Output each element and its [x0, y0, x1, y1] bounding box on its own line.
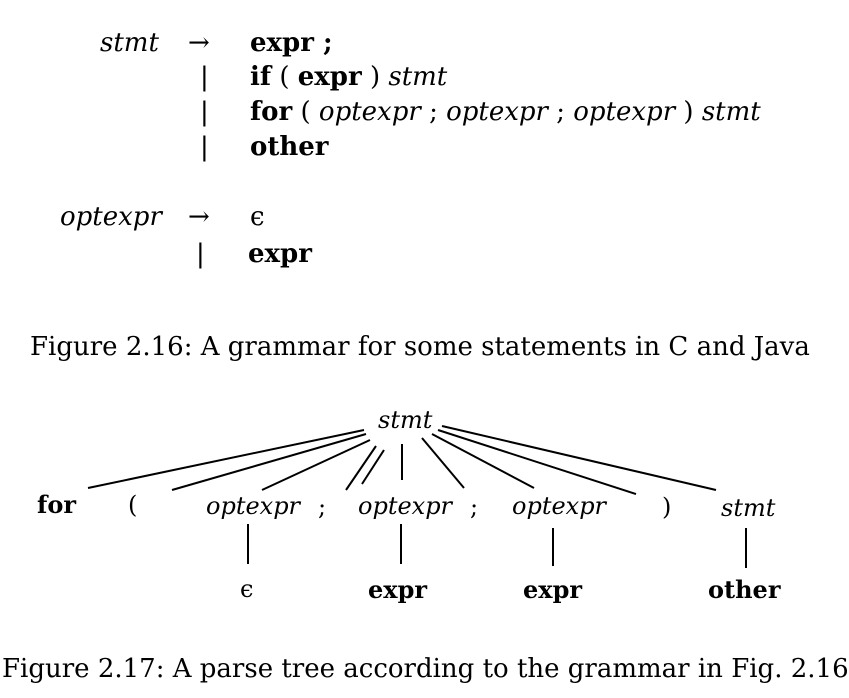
stmt-production-other: other	[250, 132, 329, 162]
tree-leaf-expr: expr	[368, 575, 428, 604]
stmt-production-if: if ( expr ) stmt	[250, 62, 448, 92]
tree-node-optexpr: optexpr	[512, 492, 607, 520]
tree-edge	[345, 445, 377, 491]
tree-root-stmt: stmt	[378, 406, 433, 434]
alternative-bar: |	[200, 97, 209, 127]
tree-node-optexpr: optexpr	[358, 492, 453, 520]
tree-edge	[87, 429, 365, 489]
tree-edge	[431, 433, 535, 489]
parse-tree-edges	[87, 425, 747, 568]
tree-node-rparen: )	[662, 493, 672, 521]
tree-edge	[171, 433, 367, 491]
tree-node-semicolon: ;	[318, 493, 327, 521]
tree-leaf-other: other	[708, 575, 781, 604]
optexpr-production-expr: expr	[248, 239, 312, 269]
tree-edge	[361, 449, 385, 485]
tree-leaf-epsilon: ϵ	[240, 575, 254, 603]
optexpr-lhs: optexpr	[60, 202, 162, 232]
alternative-bar: |	[200, 62, 209, 92]
stmt-production-for: for ( optexpr ; optexpr ; optexpr ) stmt	[250, 97, 761, 127]
arrow: →	[188, 28, 210, 58]
arrow: →	[188, 202, 210, 232]
tree-edge	[421, 437, 465, 489]
epsilon-production: ϵ	[250, 202, 265, 232]
stmt-production-expr: expr ;	[250, 28, 333, 58]
tree-edge	[441, 425, 717, 491]
figure-2-16-caption: Figure 2.16: A grammar for some statemen…	[30, 332, 810, 362]
tree-edge	[261, 439, 371, 491]
tree-node-optexpr: optexpr	[206, 492, 301, 520]
alternative-bar: |	[196, 239, 205, 269]
alternative-bar: |	[200, 132, 209, 162]
tree-node-lparen: (	[128, 491, 138, 519]
stmt-lhs: stmt	[100, 28, 159, 58]
tree-edge	[437, 429, 637, 495]
tree-node-semicolon: ;	[470, 493, 479, 521]
figure-2-17-caption: Figure 2.17: A parse tree according to t…	[2, 654, 849, 684]
tree-leaf-expr: expr	[523, 575, 583, 604]
tree-node-stmt: stmt	[721, 494, 776, 522]
tree-node-for: for	[37, 490, 76, 519]
